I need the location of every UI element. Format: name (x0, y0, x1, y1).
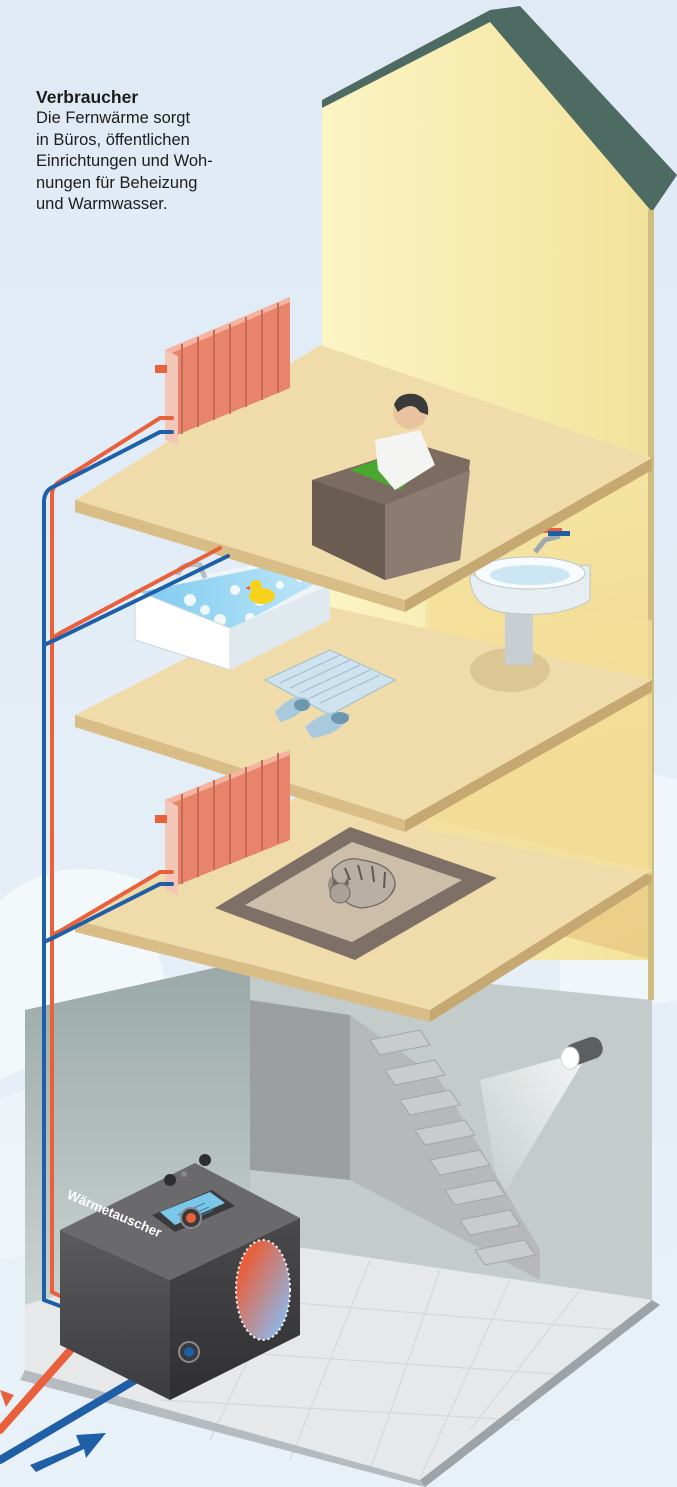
wall-lamp-icon (560, 1036, 603, 1070)
caption-title: Verbraucher (36, 87, 139, 107)
lamp-light-beam (480, 1050, 590, 1200)
sink-icon (469, 528, 591, 692)
staircase-icon (250, 1000, 540, 1280)
bathtub-icon (134, 555, 330, 671)
slippers-icon (275, 696, 350, 738)
heat-exchanger-icon (60, 1154, 300, 1400)
rubber-duck-icon (245, 580, 275, 604)
roof-edge (322, 6, 677, 212)
radiator-icon (155, 750, 290, 895)
caption-body: Die Fernwärme sorgt in Büros, öffentlich… (36, 109, 213, 213)
person-in-armchair-icon (312, 393, 470, 580)
bath-mat-icon (263, 649, 397, 716)
radiator-icon (155, 297, 290, 445)
flow-arrow-icon (0, 1390, 106, 1472)
cat-icon (328, 858, 396, 909)
consumer-caption: Verbraucher Die Fernwärme sorgt in Büros… (36, 86, 296, 216)
